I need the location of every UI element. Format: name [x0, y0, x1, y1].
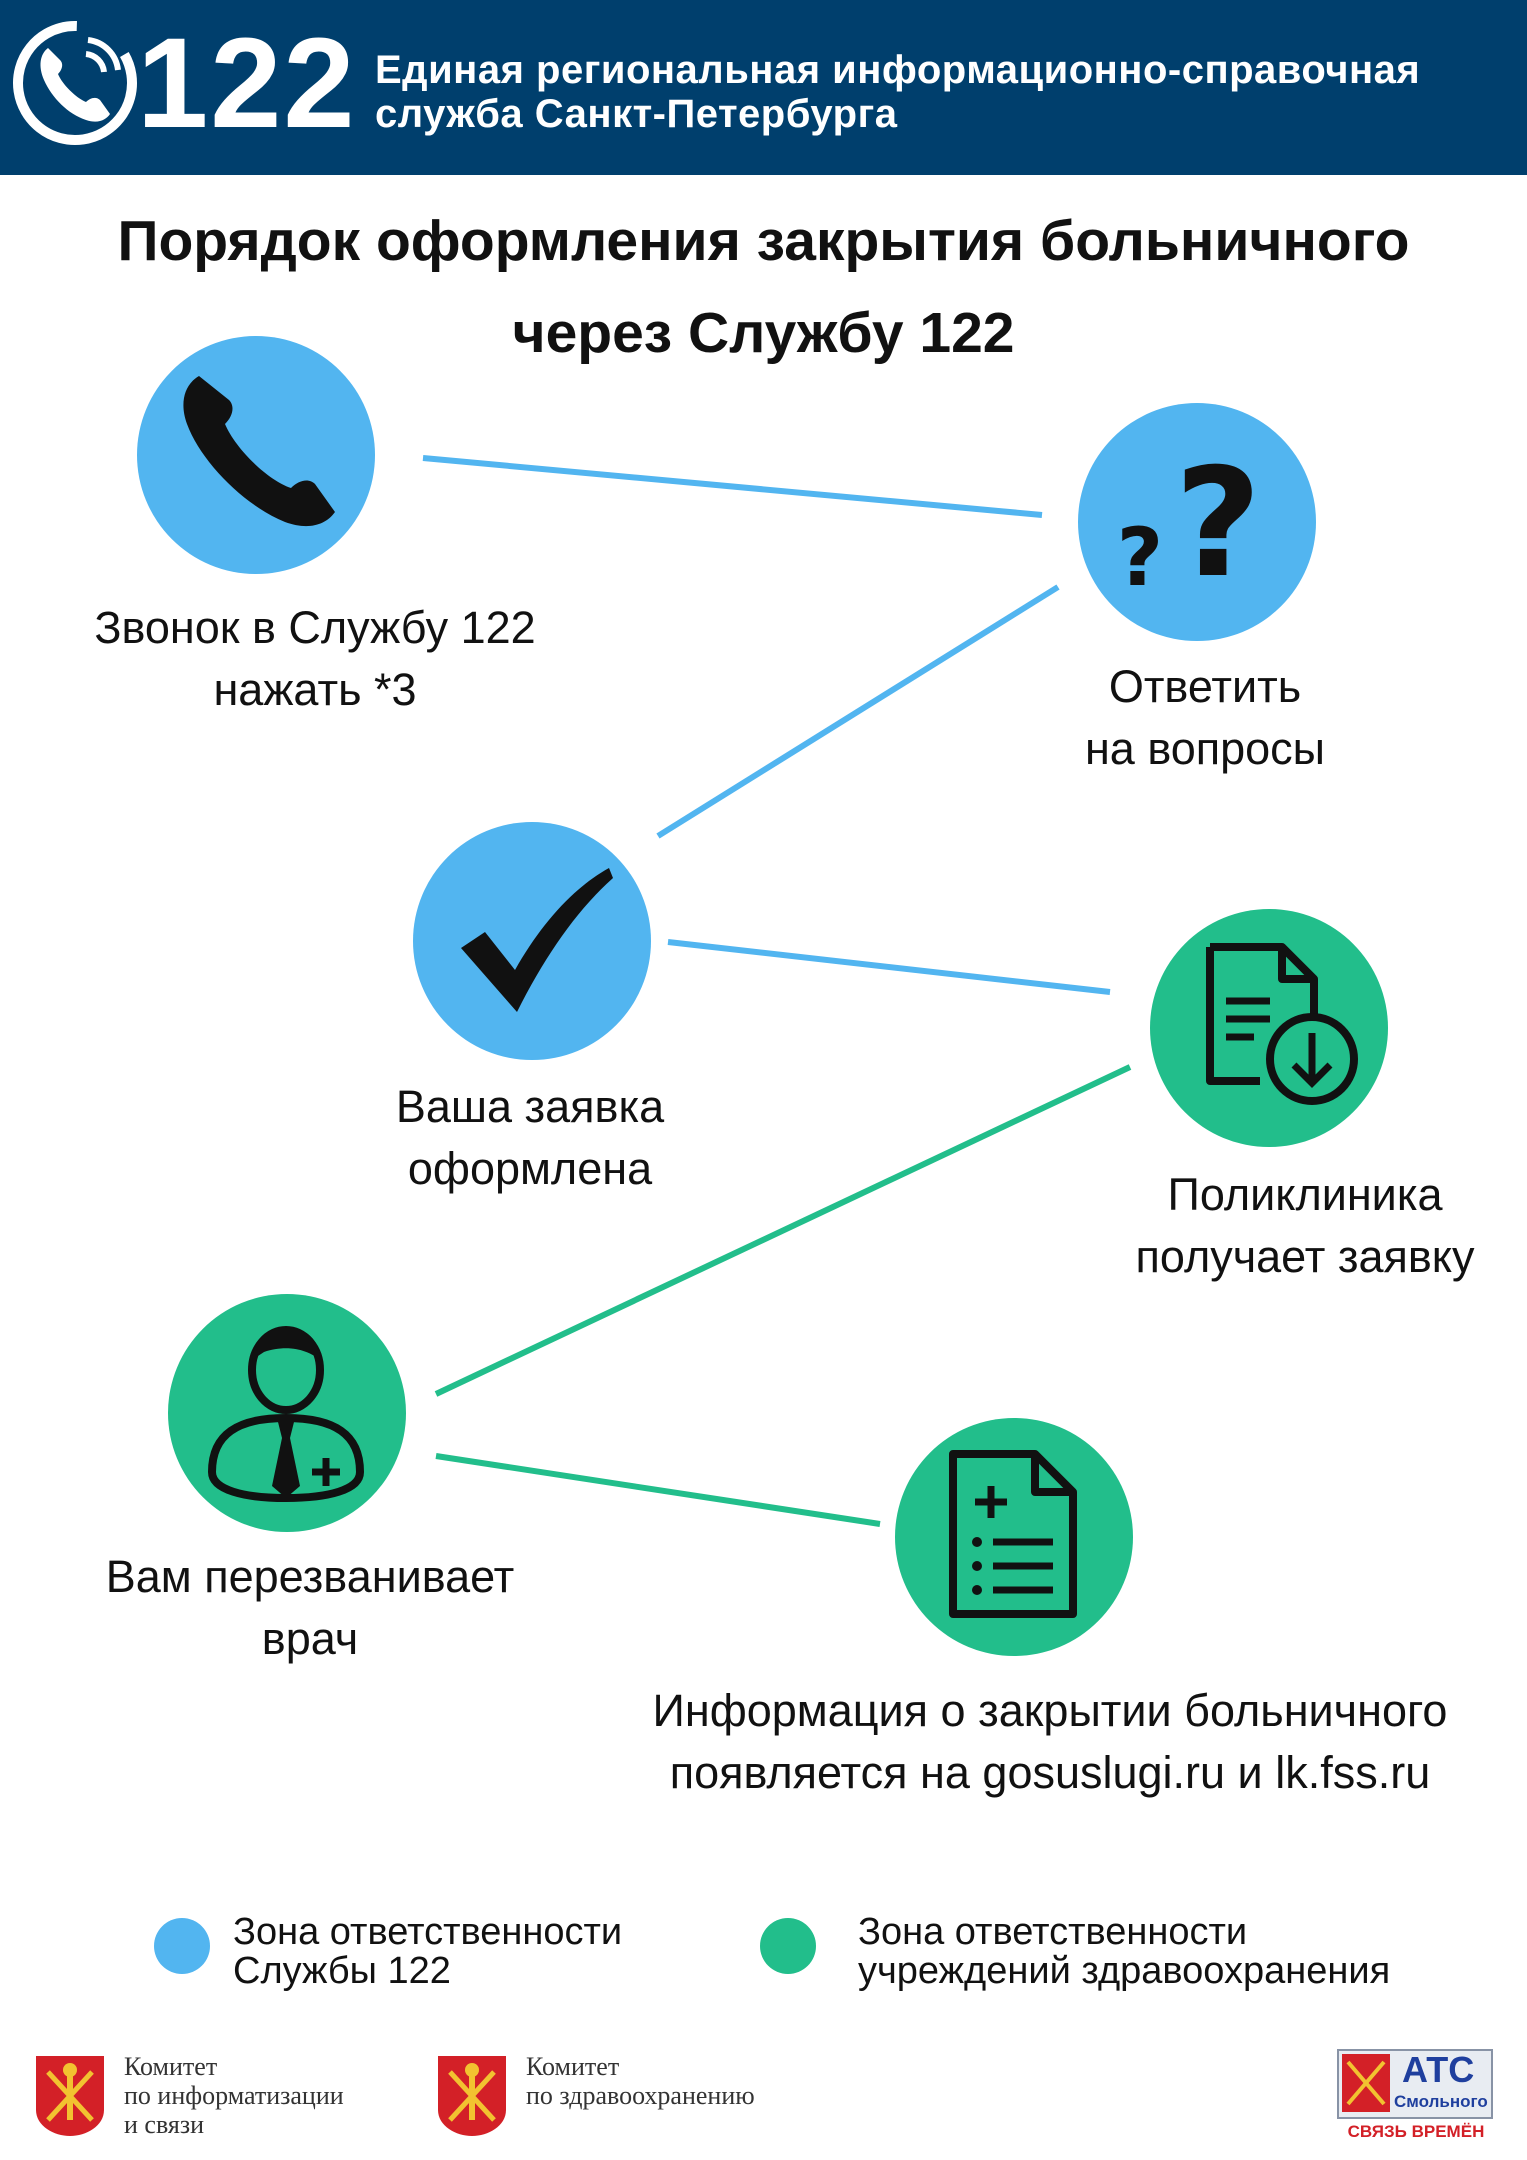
legend-service-line1: Зона ответственности	[233, 1911, 623, 1953]
doctor-icon	[207, 1326, 365, 1503]
step-2-label: Ответить на вопросы	[1010, 656, 1400, 780]
phone-icon	[13, 21, 137, 145]
step-6-label: Информация о закрытии больничного появля…	[580, 1680, 1520, 1804]
connector-5-6	[435, 1453, 881, 1527]
legend-service-swatch	[154, 1918, 210, 1974]
legend-service-text: Зона ответственности Службы 122	[233, 1913, 622, 1991]
page-title-line2: через Службу 122	[512, 301, 1015, 365]
ats-logo-badge	[1337, 2049, 1493, 2119]
legend-service-line2: Службы 122	[233, 1950, 451, 1992]
step-1-label-line2: нажать *3	[213, 664, 417, 715]
document-list-icon	[949, 1450, 1077, 1618]
step-4-label-line1: Поликлиника	[1167, 1169, 1443, 1220]
step-5-circle	[168, 1294, 406, 1532]
connector-3-4	[667, 939, 1111, 995]
ats-smolnogo-logo: АТС Смольного СВЯЗЬ ВРЕМЁН	[1336, 2048, 1494, 2142]
step-1-label: Звонок в Службу 122 нажать *3	[40, 597, 590, 721]
legend-health-line2: учреждений здравоохранения	[858, 1950, 1391, 1992]
ats-logo-subtitle: Смольного	[1394, 2092, 1488, 2111]
service-number: 122	[137, 12, 357, 155]
committee-informatization: Комитет по информатизации и связи	[124, 2052, 344, 2139]
step-6-circle	[895, 1418, 1133, 1656]
connector-1-2	[422, 455, 1043, 518]
step-3-label: Ваша заявка оформлена	[330, 1076, 730, 1200]
phone-icon	[183, 376, 335, 527]
step-1-label-line1: Звонок в Службу 122	[94, 602, 536, 653]
step-3-circle	[413, 822, 651, 1060]
committee-informatization-line3: и связи	[124, 2110, 205, 2139]
step-2-label-line1: Ответить	[1108, 661, 1302, 712]
step-6-label-line2: появляется на gosuslugi.ru и lk.fss.ru	[669, 1747, 1431, 1798]
service-title-line1: Единая региональная информационно-справо…	[375, 48, 1421, 92]
legend-health-text: Зона ответственности учреждений здравоох…	[858, 1913, 1390, 1991]
step-1-circle	[137, 336, 375, 574]
step-2-circle: ? ?	[1078, 403, 1316, 641]
step-5-label-line1: Вам перезванивает	[105, 1551, 515, 1602]
question-marks-icon: ? ?	[1117, 437, 1262, 611]
committee-informatization-line2: по информатизации	[124, 2081, 344, 2110]
spb-emblem-icon	[438, 2056, 506, 2136]
step-4-circle	[1150, 909, 1388, 1147]
document-download-icon	[1206, 943, 1358, 1105]
step-5-label-line2: врач	[261, 1613, 359, 1664]
svg-text:?: ?	[1174, 437, 1261, 611]
page-title-line1: Порядок оформления закрытия больничного	[117, 209, 1410, 273]
step-3-label-line2: оформлена	[407, 1143, 653, 1194]
legend-health-swatch	[760, 1918, 816, 1974]
step-5-label: Вам перезванивает врач	[50, 1546, 570, 1670]
spb-emblem-icon	[36, 2056, 104, 2136]
step-2-label-line2: на вопросы	[1084, 723, 1326, 774]
ats-logo-title: АТС	[1402, 2049, 1475, 2090]
committee-informatization-line1: Комитет	[124, 2052, 218, 2081]
svg-text:?: ?	[1117, 511, 1163, 604]
legend-health-line1: Зона ответственности	[858, 1911, 1248, 1953]
page-title: Порядок оформления закрытия больничного …	[0, 195, 1527, 379]
committee-health: Комитет по здравоохранению	[526, 2052, 755, 2110]
ats-logo-tagline: СВЯЗЬ ВРЕМЁН	[1347, 2122, 1485, 2141]
header-bar: 122 Единая региональная информационно-сп…	[0, 0, 1527, 175]
service-title: Единая региональная информационно-справо…	[375, 48, 1515, 136]
step-4-label-line2: получает заявку	[1135, 1231, 1475, 1282]
service-title-line2: служба Санкт-Петербурга	[375, 92, 898, 136]
connector-4-5	[434, 1064, 1132, 1397]
step-6-label-line1: Информация о закрытии больничного	[652, 1685, 1448, 1736]
connector-2-3	[656, 584, 1060, 839]
committee-health-line1: Комитет	[526, 2052, 620, 2081]
step-4-label: Поликлиника получает заявку	[1085, 1164, 1525, 1288]
step-3-label-line1: Ваша заявка	[395, 1081, 665, 1132]
checkmark-icon	[461, 868, 613, 1012]
committee-health-line2: по здравоохранению	[526, 2081, 755, 2110]
